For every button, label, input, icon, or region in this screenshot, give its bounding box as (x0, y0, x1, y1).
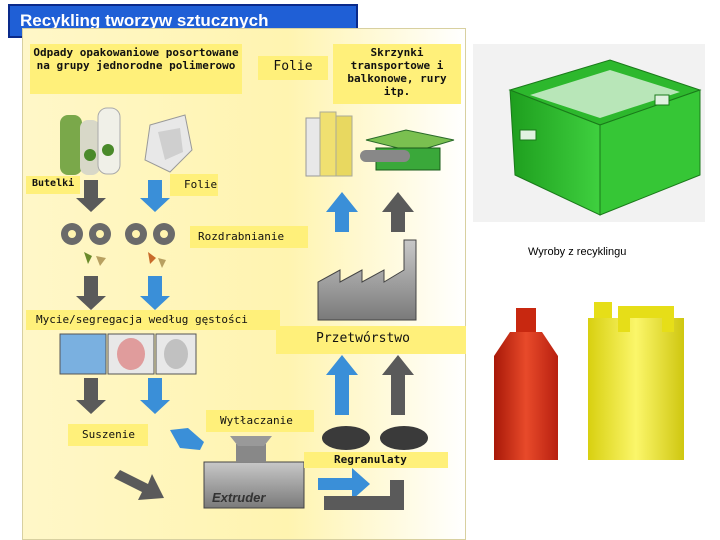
film-rolls-icon (305, 111, 353, 177)
label-folie-mid: Folie (170, 174, 218, 196)
label-regranulaty: Regranulaty (304, 452, 448, 468)
label-folie-top: Folie (258, 56, 328, 80)
flow-arrows-gray (76, 180, 414, 415)
label-odpady: Odpady opakowaniowe posortowane na grupy… (30, 44, 242, 94)
red-bottle-photo (490, 296, 572, 468)
label-rozdrabnianie: Rozdrabnianie (190, 226, 308, 248)
waste-bottles-icon (60, 107, 121, 175)
yellow-canister-photo (580, 294, 694, 466)
extruder-machine-icon: Extruder (203, 436, 305, 509)
products-caption: Wyroby z recyklingu (528, 246, 627, 258)
label-mycie: Mycie/segregacja według gęstości (26, 310, 280, 330)
shredded-pieces-icon (84, 252, 166, 268)
label-skrzynki: Skrzynki transportowe i balkonowe, rury … (333, 44, 461, 104)
label-suszenie: Suszenie (68, 424, 148, 446)
waste-film-icon (144, 114, 193, 173)
flow-arrow-dark (114, 470, 404, 510)
green-crate-photo (473, 44, 705, 222)
shredder-gears-icon (61, 223, 175, 245)
washing-tanks-icon (59, 333, 197, 375)
factory-icon (317, 239, 417, 321)
extruder-label: Extruder (212, 490, 266, 505)
label-wytlaczanie: Wytłaczanie (206, 410, 314, 432)
crates-pipes-icon (360, 129, 455, 171)
label-butelki: Butelki (26, 176, 80, 194)
label-przetworstwo: Przetwórstwo (276, 326, 466, 354)
regranulate-piles-icon (322, 426, 428, 450)
flow-arrows-blue (140, 180, 370, 500)
